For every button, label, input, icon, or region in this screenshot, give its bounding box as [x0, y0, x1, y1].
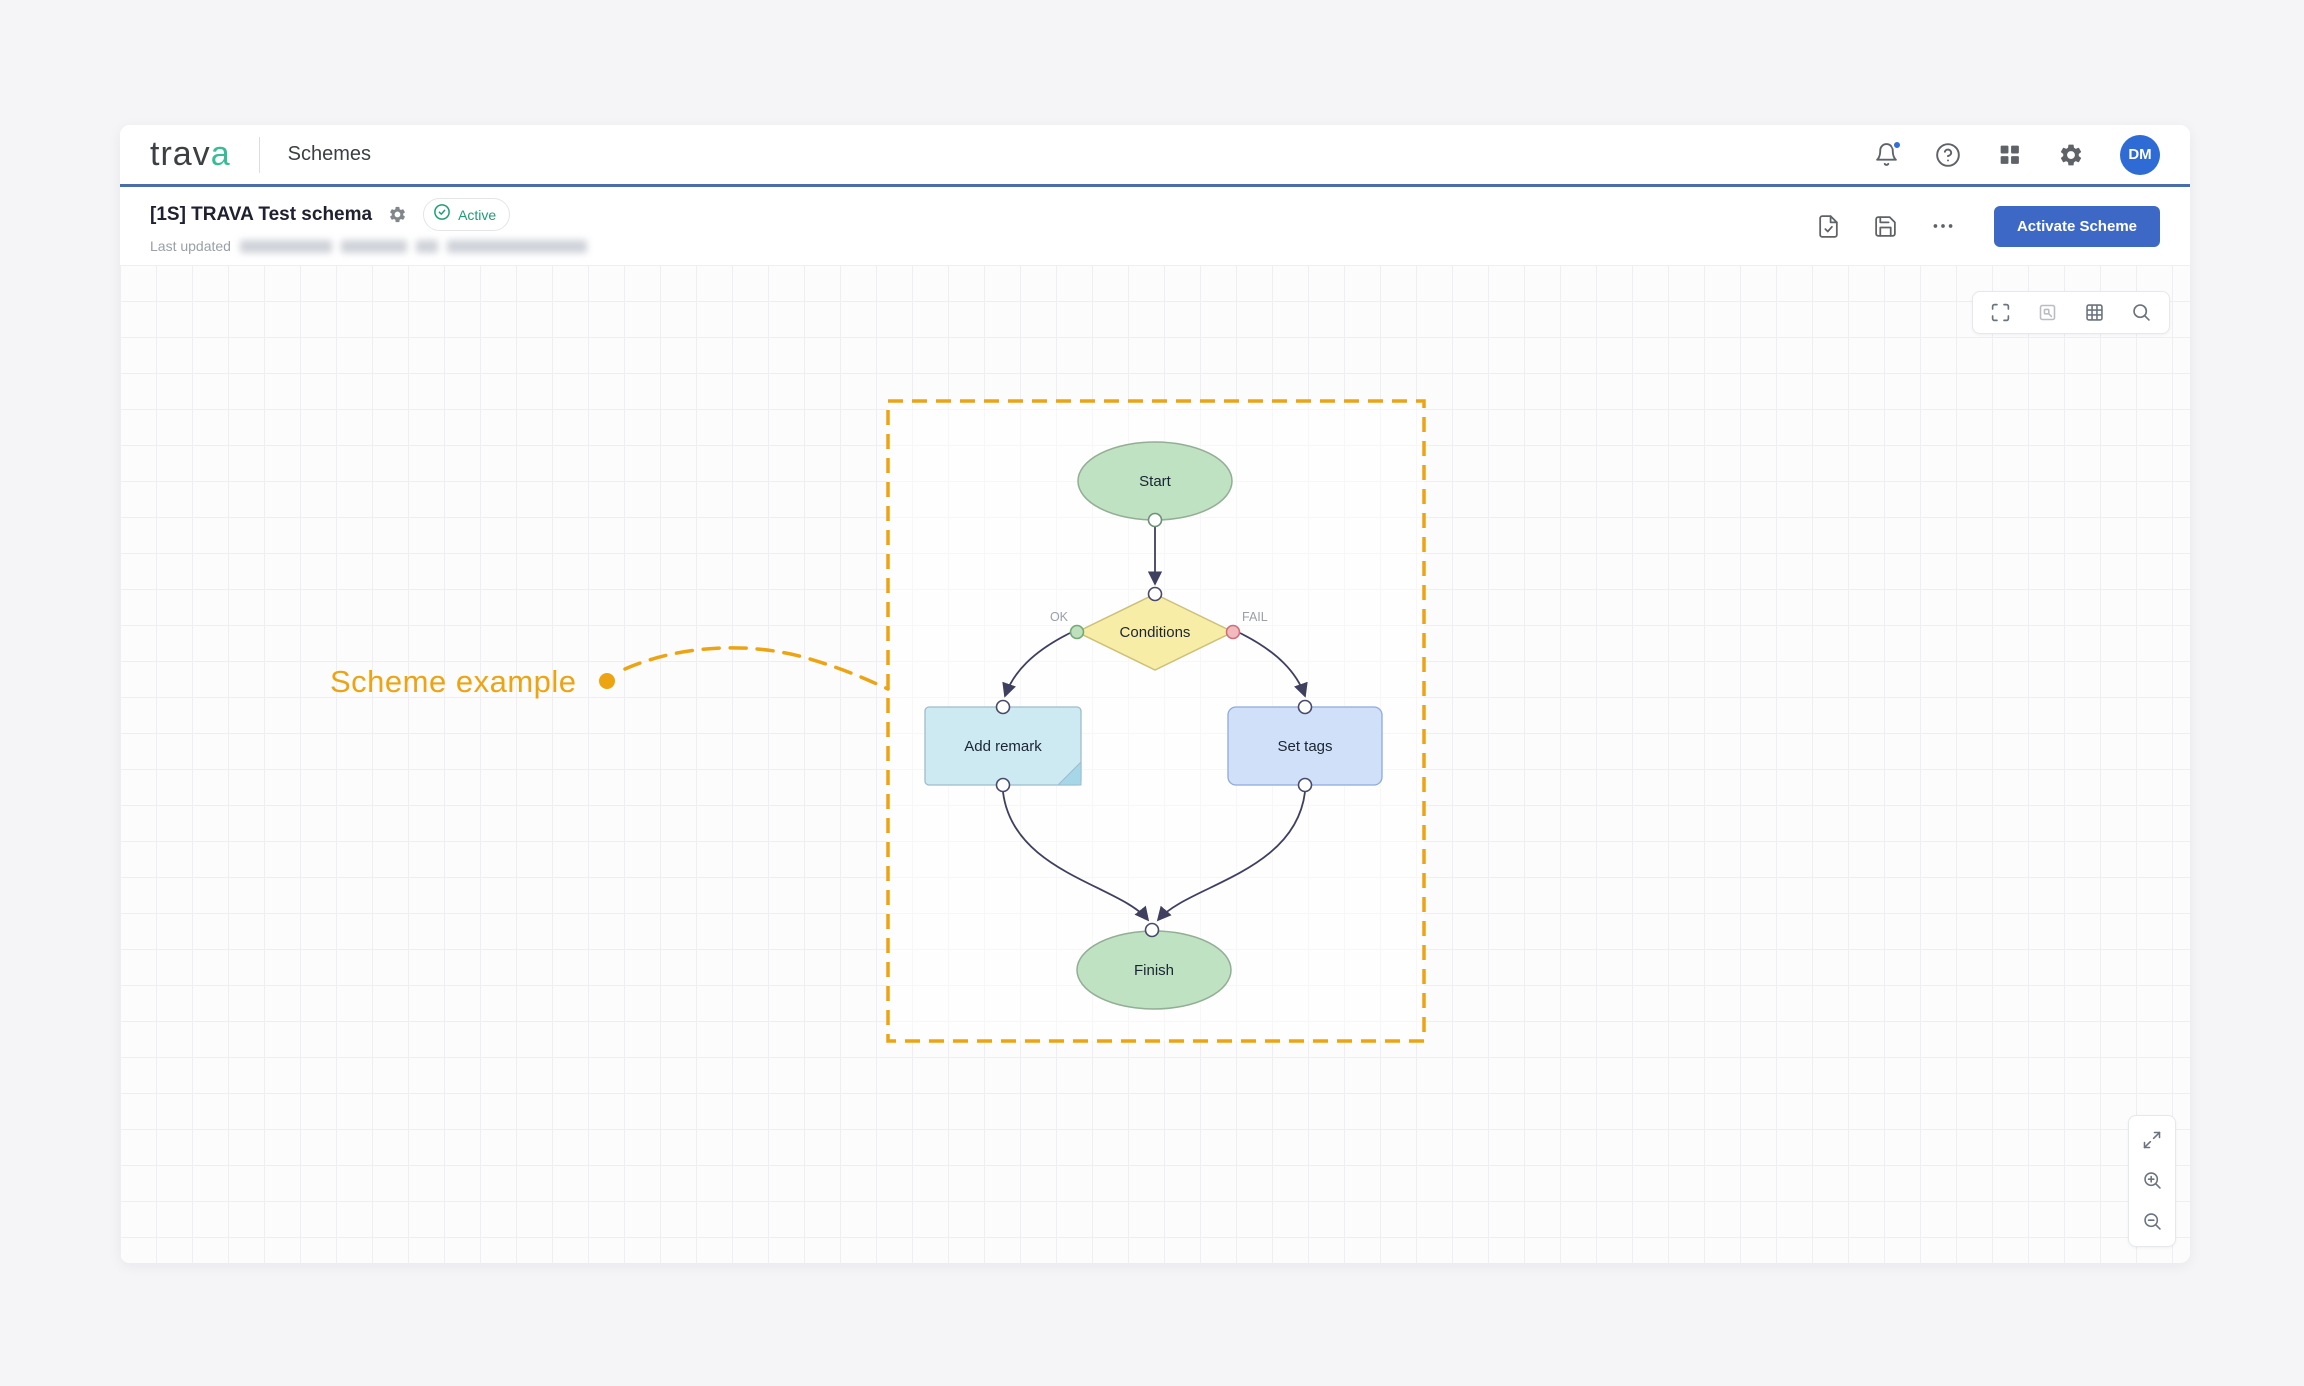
help-icon — [1935, 142, 1961, 168]
node-add-remark-label: Add remark — [964, 738, 1042, 755]
edge-addremark-finish[interactable] — [1002, 791, 1150, 922]
fullscreen-icon — [1990, 302, 2011, 323]
expand-icon — [2142, 1130, 2162, 1150]
port-add-remark-in[interactable] — [995, 699, 1011, 715]
apps-grid-icon — [1997, 142, 2022, 167]
save-floppy-icon — [1873, 214, 1898, 239]
divider — [258, 136, 260, 173]
scheme-actions: Activate Scheme — [1816, 205, 2160, 247]
logo-text: trav — [150, 135, 211, 173]
document-check-icon — [1816, 214, 1841, 239]
page-title: Schemes — [287, 143, 371, 165]
redacted-text — [239, 239, 332, 253]
flow-ports — [995, 512, 1313, 938]
notification-dot — [1892, 140, 1902, 150]
edge-conditions-settags[interactable] — [1239, 632, 1308, 698]
port-set-tags-in[interactable] — [1297, 699, 1313, 715]
search-icon — [2131, 302, 2152, 323]
gear-icon — [2058, 142, 2084, 168]
last-updated-label: Last updated — [150, 238, 231, 254]
port-conditions-fail[interactable] — [1225, 624, 1241, 640]
scheme-header: [1S] TRAVA Test schema Active Last updat… — [120, 187, 2190, 265]
scheme-info: [1S] TRAVA Test schema Active Last updat… — [150, 198, 587, 254]
grid-toggle-button[interactable] — [2084, 302, 2105, 323]
node-finish-label: Finish — [1134, 962, 1174, 979]
canvas-search-button[interactable] — [2131, 302, 2152, 323]
edge-label-fail: FAIL — [1242, 610, 1268, 624]
fit-view-button[interactable] — [2037, 302, 2058, 323]
node-set-tags-label: Set tags — [1277, 738, 1332, 755]
port-finish-in[interactable] — [1144, 922, 1160, 938]
flow-edges — [1002, 527, 1308, 922]
zoom-in-button[interactable] — [2142, 1170, 2163, 1191]
apps-button[interactable] — [1997, 142, 2022, 167]
check-circle-icon — [433, 203, 451, 226]
user-avatar[interactable]: DM — [2120, 134, 2160, 175]
redacted-text — [446, 239, 587, 253]
grid-icon — [2084, 302, 2105, 323]
port-conditions-ok[interactable] — [1069, 624, 1085, 640]
port-conditions-in[interactable] — [1147, 586, 1163, 602]
node-conditions[interactable] — [1075, 593, 1235, 671]
logo-accent-letter: a — [210, 135, 231, 173]
help-button[interactable] — [1935, 142, 1961, 168]
node-add-remark-fold-corner — [1056, 760, 1082, 786]
notifications-button[interactable] — [1874, 140, 1902, 167]
redacted-text — [340, 239, 407, 253]
zoom-out-button[interactable] — [2142, 1211, 2163, 1232]
activate-scheme-button[interactable]: Activate Scheme — [1993, 205, 2160, 247]
edge-settags-finish[interactable] — [1156, 791, 1306, 922]
redacted-text — [415, 239, 438, 253]
flow-diagram: Scheme example Start Conditions OK FAIL — [330, 399, 1426, 1043]
zoom-out-icon — [2142, 1211, 2163, 1232]
port-start-out[interactable] — [1147, 512, 1163, 528]
status-badge: Active — [423, 198, 511, 231]
validate-scheme-button[interactable] — [1816, 214, 1841, 239]
port-add-remark-out[interactable] — [995, 777, 1011, 793]
node-conditions-label: Conditions — [1120, 624, 1191, 641]
more-options-button[interactable] — [1930, 213, 1956, 239]
scheme-canvas[interactable]: Scheme example Start Conditions OK FAIL — [120, 265, 2190, 1263]
expand-button[interactable] — [2142, 1130, 2162, 1150]
edge-label-ok: OK — [1050, 610, 1069, 624]
bell-icon — [1874, 142, 1899, 167]
annotation-label: Scheme example — [330, 664, 577, 699]
edge-conditions-addremark[interactable] — [1002, 632, 1071, 698]
scheme-title: [1S] TRAVA Test schema — [150, 203, 373, 225]
node-start-label: Start — [1139, 473, 1172, 490]
gear-small-icon — [388, 205, 407, 224]
annotation-connector-dashed — [623, 646, 890, 691]
zoom-in-icon — [2142, 1170, 2163, 1191]
scheme-settings-button[interactable] — [388, 205, 407, 224]
zoom-controls — [2128, 1115, 2176, 1247]
save-button[interactable] — [1873, 214, 1898, 239]
more-dots-icon — [1930, 213, 1956, 239]
canvas-toolbar — [1972, 291, 2170, 334]
fit-view-icon — [2037, 302, 2058, 323]
last-updated: Last updated — [150, 238, 587, 254]
annotation-dot — [599, 673, 615, 689]
fullscreen-button[interactable] — [1990, 302, 2011, 323]
settings-button[interactable] — [2058, 142, 2084, 168]
status-badge-label: Active — [458, 206, 497, 223]
port-set-tags-out[interactable] — [1297, 777, 1313, 793]
topbar-actions: DM — [1874, 134, 2160, 175]
